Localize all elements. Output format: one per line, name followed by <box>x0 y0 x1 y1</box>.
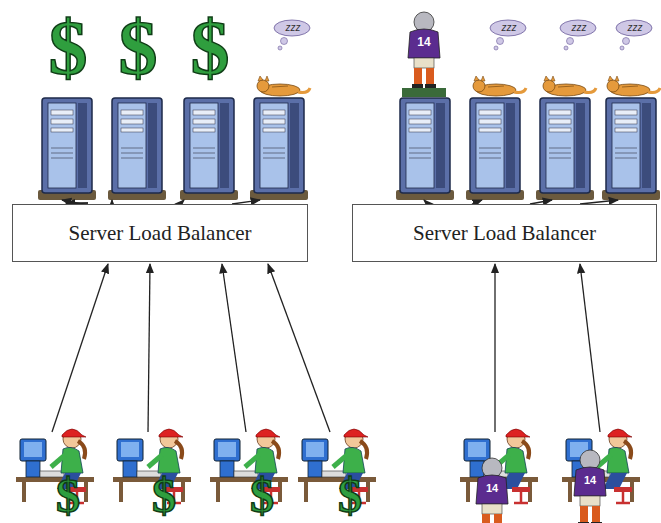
server-tower <box>466 98 524 200</box>
arrows <box>52 200 618 432</box>
load-balancer-box: Server Load Balancer <box>352 204 657 262</box>
box-label: Server Load Balancer <box>413 221 596 246</box>
dollar-sign: $ <box>191 9 230 87</box>
thought-bubble <box>560 20 596 50</box>
thought-bubble <box>616 20 652 50</box>
sleep-text: zzz <box>628 23 643 33</box>
sleeping-cat <box>543 76 596 96</box>
jersey-number: 14 <box>417 36 430 48</box>
client-user <box>298 429 376 503</box>
box-label: Server Load Balancer <box>68 221 251 246</box>
dollar-sign: $ <box>250 472 274 520</box>
thought-bubble <box>274 20 310 50</box>
sleep-text: zzz <box>286 23 301 33</box>
thought-bubble <box>490 20 526 50</box>
sleep-text: zzz <box>572 23 587 33</box>
dollar-sign: $ <box>56 472 80 520</box>
sleeping-cat <box>607 76 660 96</box>
dollar-sign: $ <box>338 472 362 520</box>
server-tower <box>180 98 238 200</box>
sleeping-cat <box>473 76 526 96</box>
dollar-sign: $ <box>152 472 176 520</box>
server-tower <box>396 98 454 200</box>
client-user <box>210 429 288 503</box>
jersey-number: 14 <box>486 483 498 494</box>
server-tower <box>38 98 96 200</box>
dollar-sign: $ <box>119 9 158 87</box>
jersey-number: 14 <box>584 475 596 486</box>
dollar-sign: $ <box>49 9 88 87</box>
server-tower <box>108 98 166 200</box>
server-tower <box>602 98 660 200</box>
football-player <box>476 458 508 523</box>
sleeping-cat <box>257 76 310 96</box>
football-player <box>574 450 606 523</box>
pedestal <box>402 88 446 97</box>
server-tower <box>250 98 308 200</box>
sleep-text: zzz <box>502 23 517 33</box>
client-user <box>16 429 94 503</box>
load-balancer-box: Server Load Balancer <box>12 204 308 262</box>
server-tower <box>536 98 594 200</box>
football-player <box>408 12 440 88</box>
